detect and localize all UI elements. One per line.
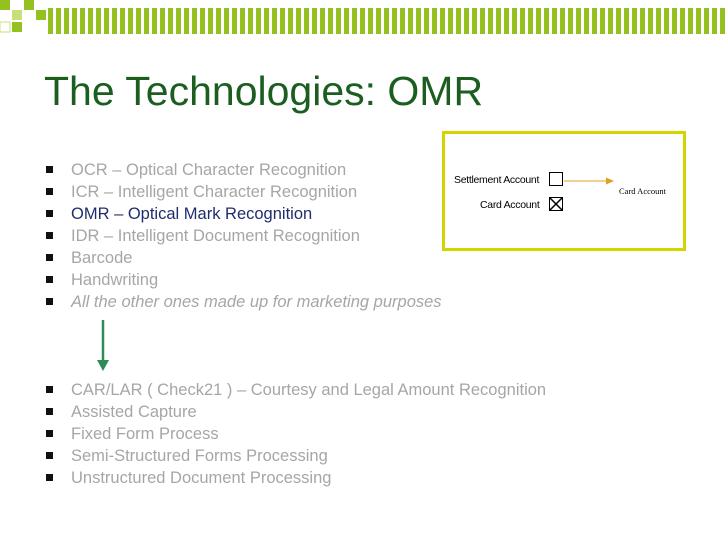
bullet-square-icon [46, 210, 53, 217]
bullet-square-icon [46, 254, 53, 261]
list-item-label: Barcode [71, 249, 133, 267]
list-item: Handwriting [40, 269, 442, 291]
bullet-square-icon [46, 232, 53, 239]
arrow-right-icon [564, 177, 614, 185]
list-item: All the other ones made up for marketing… [40, 291, 442, 313]
list-item-label: IDR – Intelligent Document Recognition [71, 227, 360, 245]
header-logo-squares [0, 0, 46, 33]
list-item: Assisted Capture [40, 401, 546, 423]
list-item-label: Assisted Capture [71, 403, 197, 421]
settlement-checkbox [549, 172, 563, 186]
list-item-label: ICR – Intelligent Character Recognition [71, 183, 358, 201]
bullet-square-icon [46, 166, 53, 173]
processing-list: CAR/LAR ( Check21 ) – Courtesy and Legal… [40, 379, 546, 489]
check-mark-icon [548, 196, 563, 211]
bullet-square-icon [46, 276, 53, 283]
card-checkbox-checked [548, 196, 563, 211]
list-item-label: Semi-Structured Forms Processing [71, 447, 328, 465]
settlement-account-label: Settlement Account [454, 174, 540, 186]
list-item-label: All the other ones made up for marketing… [71, 293, 442, 311]
bullet-square-icon [46, 430, 53, 437]
bullet-square-icon [46, 452, 53, 459]
bullet-square-icon [46, 188, 53, 195]
list-item-label: Fixed Form Process [71, 425, 219, 443]
list-item: OCR – Optical Character Recognition [40, 159, 442, 181]
list-item: Semi-Structured Forms Processing [40, 445, 546, 467]
omr-example-figure: Settlement Account Card Account Card Acc… [442, 131, 686, 251]
list-item-label: Unstructured Document Processing [71, 469, 332, 487]
card-account-label: Card Account [480, 199, 540, 211]
list-item: CAR/LAR ( Check21 ) – Courtesy and Legal… [40, 379, 546, 401]
card-account-side-label: Card Account [619, 186, 666, 196]
slide-title: The Technologies: OMR [44, 68, 484, 114]
header-stripe-band [48, 8, 728, 34]
list-item: Barcode [40, 247, 442, 269]
arrow-down-icon [97, 320, 109, 371]
bullet-square-icon [46, 474, 53, 481]
list-item: ICR – Intelligent Character Recognition [40, 181, 442, 203]
list-item-label: OCR – Optical Character Recognition [71, 161, 347, 179]
bullet-square-icon [46, 408, 53, 415]
list-item-label: OMR – Optical Mark Recognition [71, 205, 313, 223]
bullet-square-icon [46, 298, 53, 305]
bullet-square-icon [46, 386, 53, 393]
technologies-list: OCR – Optical Character Recognition ICR … [40, 159, 442, 313]
list-item-label: CAR/LAR ( Check21 ) – Courtesy and Legal… [71, 381, 547, 399]
list-item: Fixed Form Process [40, 423, 546, 445]
list-item: Unstructured Document Processing [40, 467, 546, 489]
list-item: IDR – Intelligent Document Recognition [40, 225, 442, 247]
list-item-active: OMR – Optical Mark Recognition [40, 203, 442, 225]
list-item-label: Handwriting [71, 271, 159, 289]
